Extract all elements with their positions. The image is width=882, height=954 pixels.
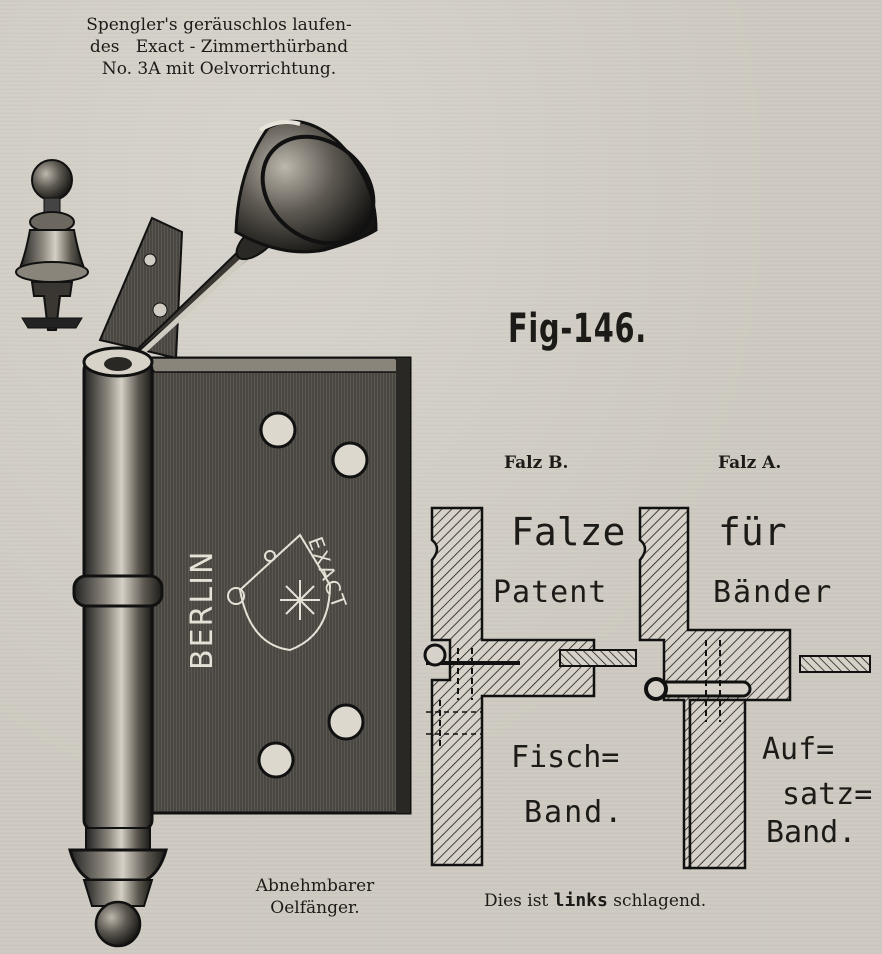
heading-patent: Patent (493, 575, 608, 610)
hinge-front-leaf (138, 356, 412, 815)
label-satz: satz= (782, 777, 873, 812)
caption-line-2: des Exact - Zimmerthürband (89, 37, 349, 57)
hinge-barrel (68, 346, 168, 948)
footer-suffix: schlagend. (607, 891, 707, 911)
footer-bold: links (553, 890, 608, 911)
label-fisch: Fisch= (511, 740, 620, 775)
heading-fuer: für (718, 510, 787, 554)
section-falz-a (638, 506, 871, 870)
section-falz-b (423, 506, 637, 867)
label-band-left: Band. (524, 795, 625, 830)
label-falz-a: Falz A. (718, 453, 782, 473)
oil-catcher-caption: Abnehmbarer Oelfänger. (200, 875, 430, 919)
oil-caption-line-2: Oelfänger. (270, 898, 360, 918)
exact-emblem (227, 533, 332, 652)
label-falz-b: Falz B. (504, 453, 569, 473)
caption-line-3: No. 3A mit Oelvorrichtung. (101, 59, 337, 79)
label-band-right: Band. (766, 815, 857, 850)
finial-loose (15, 159, 89, 331)
label-auf: Auf= (762, 732, 835, 767)
oil-cup (117, 119, 378, 370)
engraving-berlin: BERLIN (185, 550, 220, 670)
diagram-footer: Dies ist links schlagend. (484, 890, 706, 911)
heading-falze: Falze (511, 510, 626, 554)
page-caption: Spengler's geräuschlos laufen- des Exact… (14, 14, 424, 80)
oil-caption-line-1: Abnehmbarer (255, 876, 375, 896)
hinge-back-leaf (98, 216, 184, 360)
footer-prefix: Dies ist (484, 891, 554, 911)
caption-line-1: Spengler's geräuschlos laufen- (86, 15, 352, 35)
figure-label: Fig-146. (508, 306, 647, 352)
heading-baender: Bänder (713, 575, 834, 610)
